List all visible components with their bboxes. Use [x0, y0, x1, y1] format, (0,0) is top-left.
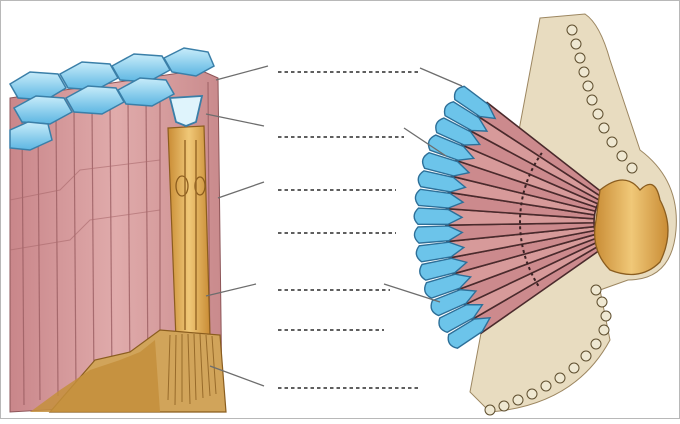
bead-cell	[581, 351, 591, 361]
bead-cell	[587, 95, 597, 105]
cross-section-illustration	[414, 14, 676, 415]
leader-lines	[206, 66, 462, 386]
bead-cell	[607, 137, 617, 147]
bead-cell	[591, 339, 601, 349]
bead-cell	[627, 163, 637, 173]
bead-cell	[527, 389, 537, 399]
bead-cell	[601, 311, 611, 321]
bead-cell	[513, 395, 523, 405]
longitudinal-section-illustration	[10, 48, 226, 412]
bead-cell	[617, 151, 627, 161]
bead-cell	[499, 401, 509, 411]
bead-cell	[485, 405, 495, 415]
bead-cell	[571, 39, 581, 49]
bead-cell	[569, 363, 579, 373]
bead-cell	[555, 373, 565, 383]
dashed-label-blanks	[278, 72, 420, 388]
bead-cell	[583, 81, 593, 91]
bead-cell	[593, 109, 603, 119]
bead-cell	[579, 67, 589, 77]
bead-cell	[567, 25, 577, 35]
bead-cell	[591, 285, 601, 295]
bead-cell	[597, 297, 607, 307]
bead-cell	[599, 325, 609, 335]
bead-cell	[541, 381, 551, 391]
bead-cell	[575, 53, 585, 63]
bead-cell	[599, 123, 609, 133]
